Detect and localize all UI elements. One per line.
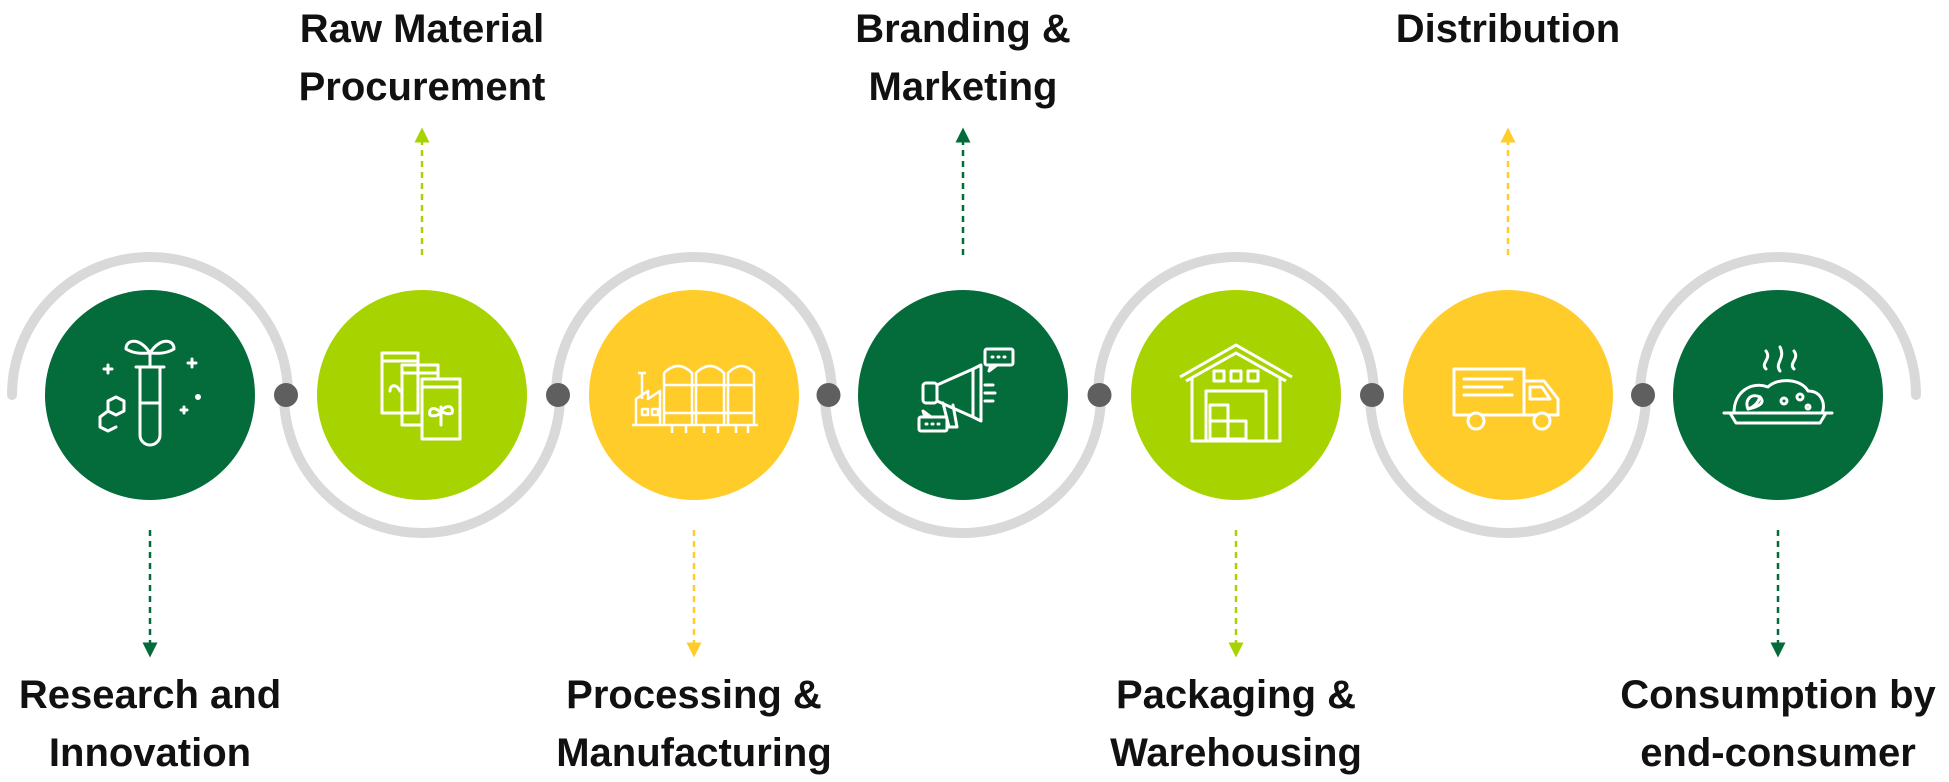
track-arc xyxy=(820,390,1106,538)
label-distribution: Distribution xyxy=(1338,0,1678,58)
label-line: Research and xyxy=(18,673,282,717)
stage-raw-material xyxy=(317,290,527,500)
connector-dots xyxy=(274,383,1655,407)
stage-distribution xyxy=(1403,290,1613,500)
track-arcs xyxy=(7,252,1921,538)
label-consumption: Consumption by end-consumer xyxy=(1608,666,1948,782)
label-packaging: Packaging & Warehousing xyxy=(1066,666,1406,782)
label-line: Processing & xyxy=(566,673,822,717)
stage-circle xyxy=(45,290,255,500)
label-line: Distribution xyxy=(1395,7,1621,51)
label-line: Consumption by xyxy=(1620,673,1936,717)
factory-silos-icon xyxy=(632,364,758,433)
label-line: Procurement xyxy=(298,65,546,109)
stage-arrows xyxy=(142,127,1786,658)
track-arc xyxy=(1635,252,1921,400)
label-raw-material: Raw Material Procurement xyxy=(252,0,592,116)
connector-dot xyxy=(1631,383,1655,407)
delivery-truck-icon xyxy=(1452,367,1560,431)
food-plate-icon xyxy=(1722,345,1834,425)
seed-packets-icon xyxy=(380,351,462,441)
label-line: Manufacturing xyxy=(556,731,832,775)
label-line: Innovation xyxy=(48,731,252,775)
connector-dot xyxy=(1360,383,1384,407)
track-arc xyxy=(551,252,837,400)
track-arc xyxy=(1093,252,1379,400)
stage-consumption xyxy=(1673,290,1883,500)
track-arc xyxy=(1365,390,1651,538)
label-line: Marketing xyxy=(868,65,1058,109)
megaphone-icon xyxy=(917,347,1015,433)
stage-circle xyxy=(589,290,799,500)
stage-research xyxy=(45,290,255,500)
label-line: Packaging & xyxy=(1115,673,1357,717)
label-research: Research and Innovation xyxy=(0,666,320,782)
stage-circle xyxy=(1673,290,1883,500)
label-branding: Branding & Marketing xyxy=(793,0,1133,116)
connector-dot xyxy=(816,383,841,407)
label-line: Warehousing xyxy=(1110,731,1362,775)
label-processing: Processing & Manufacturing xyxy=(524,666,864,782)
connector-dot xyxy=(546,383,570,407)
stage-processing xyxy=(589,290,799,500)
label-line: end-consumer xyxy=(1640,731,1916,775)
stage-packaging xyxy=(1131,290,1341,500)
track-arc xyxy=(7,252,293,400)
label-line: Raw Material xyxy=(299,7,545,51)
stage-circle xyxy=(858,290,1068,500)
label-line: Branding & xyxy=(855,7,1071,51)
stage-circle xyxy=(1131,290,1341,500)
connector-dot xyxy=(274,383,298,407)
stage-branding xyxy=(858,290,1068,500)
test-tube-plant-icon xyxy=(98,339,201,447)
warehouse-icon xyxy=(1179,343,1293,443)
connector-dot xyxy=(1087,383,1112,407)
track-arc xyxy=(279,390,565,538)
